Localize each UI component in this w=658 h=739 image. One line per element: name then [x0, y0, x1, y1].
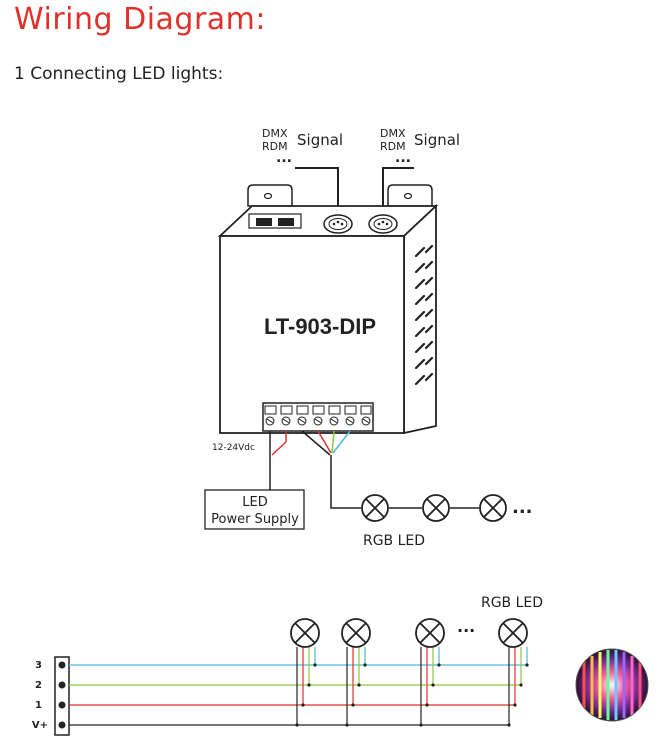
signal-in-label: Signal	[297, 131, 343, 149]
led-drop-wires	[296, 647, 528, 725]
rgb-fixture-photo	[576, 649, 648, 721]
signal-out-cable	[382, 167, 414, 218]
signal-in-dots: ...	[276, 150, 292, 166]
power-supply-line2: Power Supply	[211, 512, 299, 527]
signal-out-dmx-label: DMX	[380, 127, 406, 140]
power-supply-box	[204, 489, 305, 530]
terminal-label-1: 1	[35, 700, 42, 711]
terminal-label-3: 3	[35, 660, 42, 671]
device-model-label: LT-903-DIP	[264, 314, 376, 339]
power-supply-line1: LED	[242, 495, 267, 510]
led-chain	[361, 494, 507, 522]
page-title: Wiring Diagram:	[14, 2, 267, 37]
terminal-label-vplus: V+	[32, 720, 48, 731]
rgb-led-label: RGB LED	[481, 595, 543, 611]
voltage-label: 12-24Vdc	[212, 443, 255, 453]
signal-in-dmx-label: DMX	[262, 127, 288, 140]
controller-device	[217, 184, 439, 435]
signal-out-dots: ...	[395, 150, 411, 166]
signal-in-rdm-label: RDM	[262, 140, 288, 153]
led-chain-dots: ...	[512, 497, 533, 518]
led-row-dots: ...	[457, 617, 475, 636]
led-chain-label: RGB LED	[363, 533, 425, 549]
section-subtitle: 1 Connecting LED lights:	[14, 64, 224, 84]
power-wires	[269, 431, 287, 490]
terminal-block	[54, 656, 70, 736]
terminal-label-2: 2	[35, 680, 42, 691]
signal-in-cable	[295, 167, 339, 218]
led-output-wires	[301, 430, 361, 509]
signal-out-label: Signal	[414, 131, 460, 149]
signal-out-rdm-label: RDM	[380, 140, 406, 153]
bus-wires	[69, 664, 527, 726]
